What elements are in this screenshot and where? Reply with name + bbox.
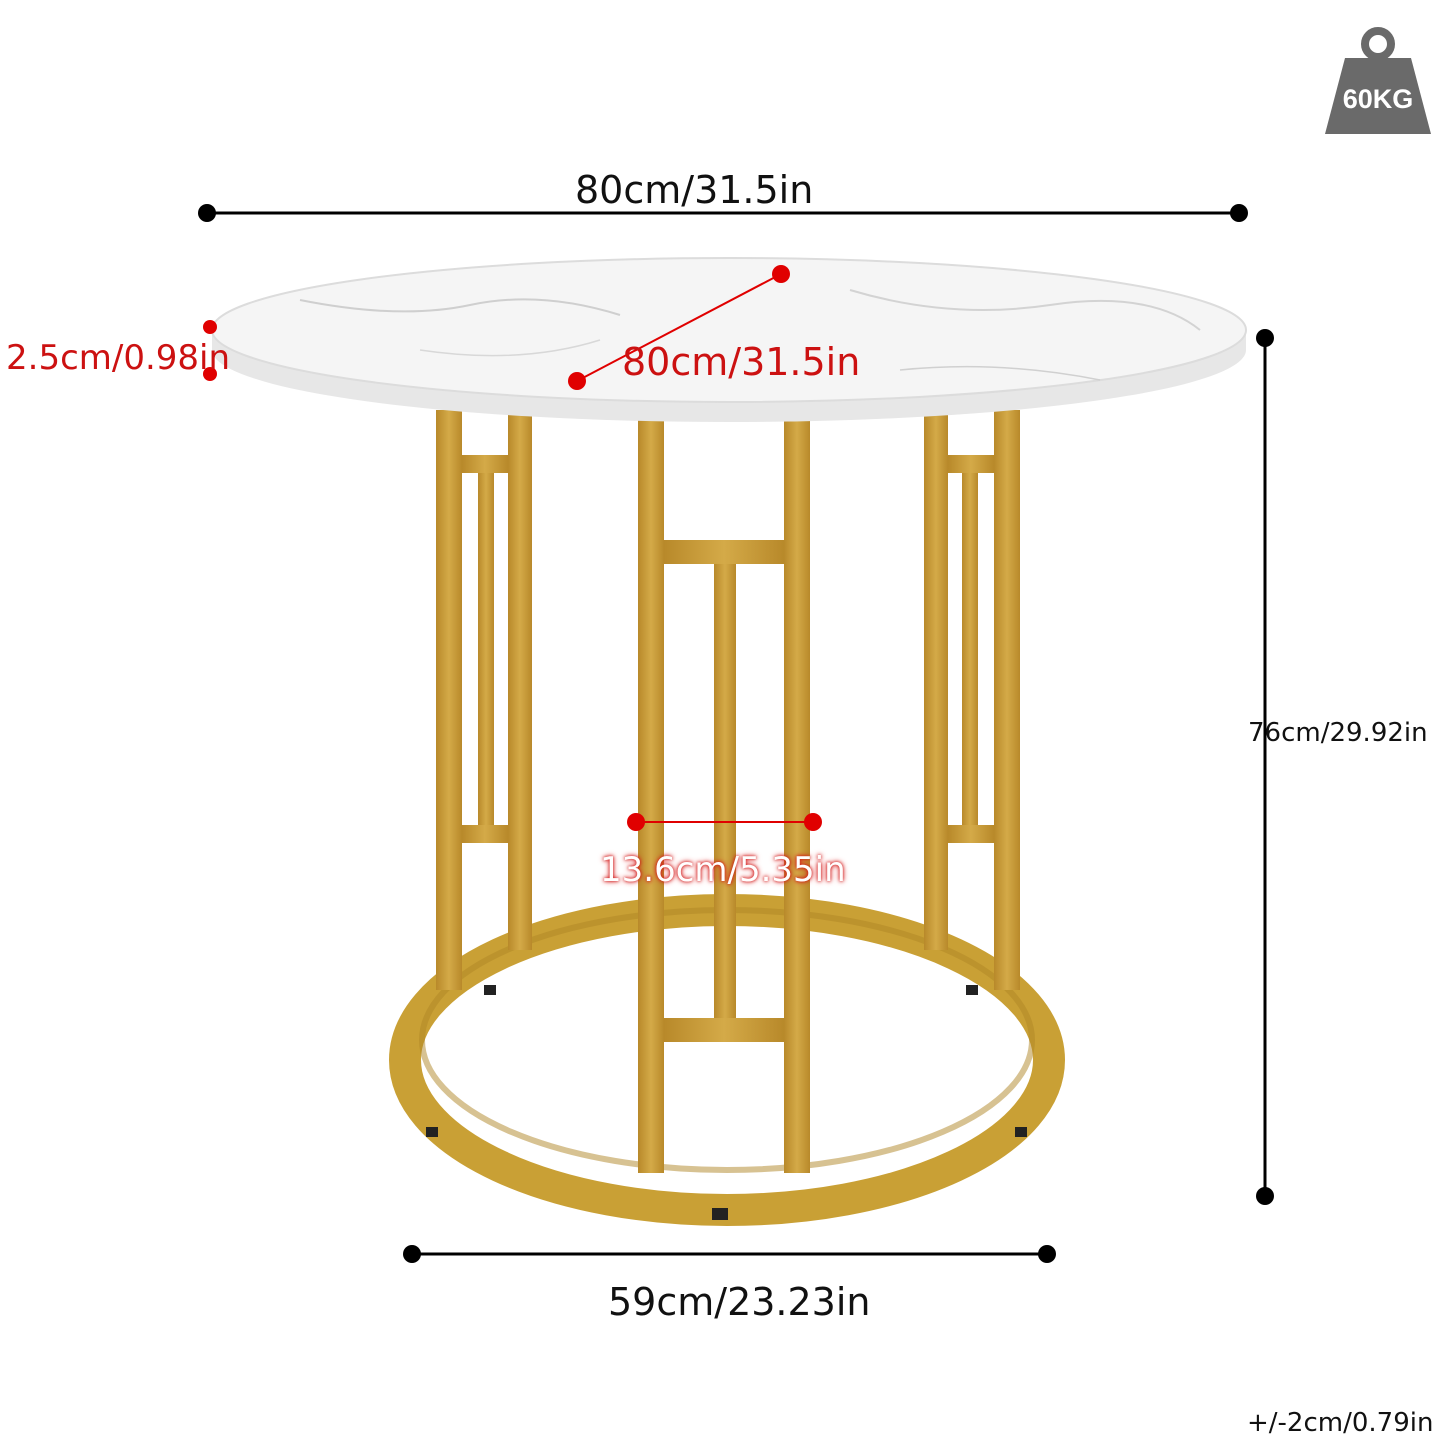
thickness-marker — [203, 320, 217, 381]
inner-spacing-label: 13.6cm/5.35in — [600, 850, 846, 890]
table-feet — [426, 985, 1027, 1220]
top-diameter-label: 80cm/31.5in — [622, 340, 861, 384]
height-label: 76cm/29.92in — [1248, 718, 1428, 748]
inner-spacing-dimension-line — [627, 813, 822, 831]
diameter-dimension-line — [568, 265, 790, 390]
weight-icon — [1325, 27, 1431, 134]
top-thickness-label: 2.5cm/0.98in — [6, 338, 231, 378]
overall-width-label: 80cm/31.5in — [575, 168, 814, 212]
top-width-dimension-line — [198, 204, 1248, 222]
weight-badge-label: 60KG — [1342, 84, 1414, 114]
marble-table-top — [211, 257, 1247, 422]
right-leg-frame — [924, 410, 1020, 990]
center-leg-frame — [638, 418, 810, 1173]
height-dimension-line — [1256, 329, 1274, 1205]
base-width-label: 59cm/23.23in — [608, 1280, 871, 1324]
left-leg-frame — [436, 410, 532, 990]
base-width-dimension-line — [403, 1245, 1056, 1263]
tolerance-label: +/-2cm/0.79in — [1247, 1408, 1434, 1438]
